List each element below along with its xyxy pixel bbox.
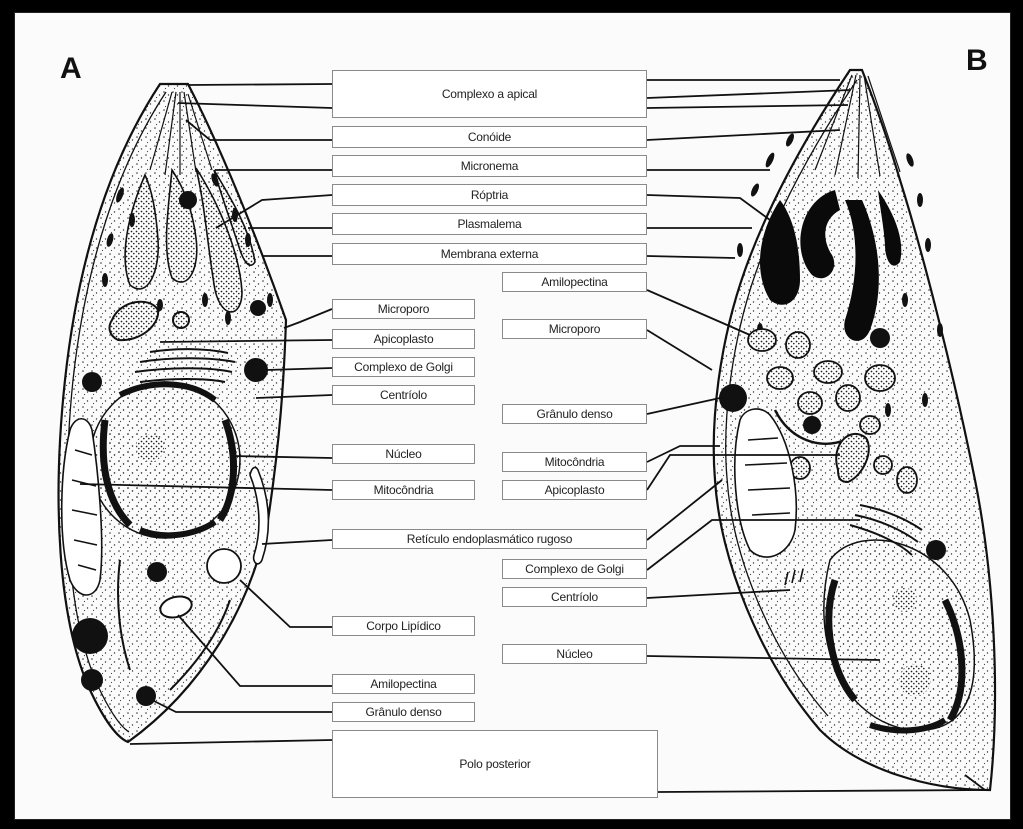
cell-b	[714, 70, 995, 790]
panel-label-a: A	[60, 52, 82, 86]
label-roptria: Róptria	[332, 184, 647, 206]
label-b-centriolo: Centríolo	[502, 587, 647, 607]
label-plasmalema: Plasmalema	[332, 213, 647, 235]
label-reticulo: Retículo endoplasmático rugoso	[332, 529, 647, 549]
cell-a-nucleus	[90, 382, 240, 538]
label-b-nucleo: Núcleo	[502, 644, 647, 664]
label-polo-posterior: Polo posterior	[332, 730, 658, 798]
label-a-granulo-denso: Grânulo denso	[332, 702, 475, 722]
label-a-complexo-golgi: Complexo de Golgi	[332, 357, 475, 377]
label-a-centriolo: Centríolo	[332, 385, 475, 405]
label-complexo-apical: Complexo a apical	[332, 70, 647, 118]
label-a-amilopectina: Amilopectina	[332, 674, 475, 694]
label-b-complexo-golgi: Complexo de Golgi	[502, 559, 647, 579]
label-a-mitocondria: Mitocôndria	[332, 480, 475, 500]
label-b-microporo: Microporo	[502, 319, 647, 339]
label-a-apicoplasto: Apicoplasto	[332, 329, 475, 349]
label-a-corpo-lipidico: Corpo Lipídico	[332, 616, 475, 636]
label-b-amilopectina: Amilopectina	[502, 272, 647, 292]
label-a-nucleo: Núcleo	[332, 444, 475, 464]
label-micronema: Micronema	[332, 155, 647, 177]
label-b-mitocondria: Mitocôndria	[502, 452, 647, 472]
label-b-apicoplasto: Apicoplasto	[502, 480, 647, 500]
label-b-granulo-denso: Grânulo denso	[502, 404, 647, 424]
label-a-microporo: Microporo	[332, 299, 475, 319]
cell-a	[59, 84, 286, 742]
label-conoide: Conóide	[332, 126, 647, 148]
label-membrana-externa: Membrana externa	[332, 243, 647, 265]
panel-label-b: B	[966, 44, 988, 78]
cell-a-lipid-body	[207, 549, 241, 583]
